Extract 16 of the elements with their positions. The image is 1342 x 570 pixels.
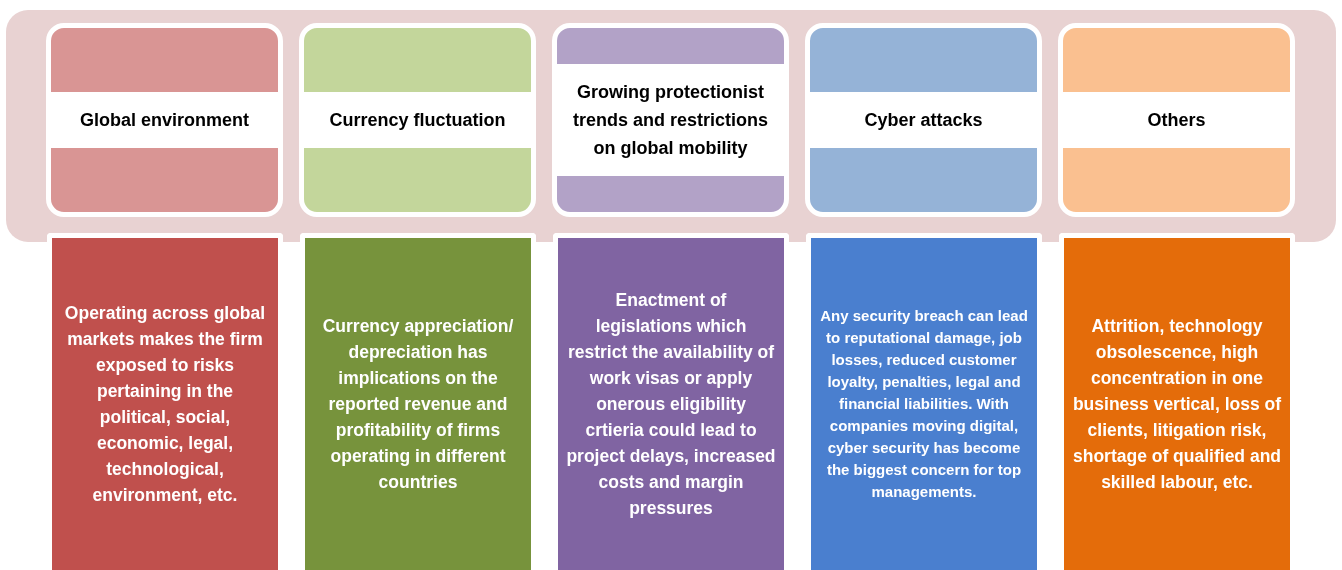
category-title: Global environment [51, 92, 278, 148]
background-band [6, 10, 1336, 242]
category-title: Currency fluctuation [304, 92, 531, 148]
description-text: Currency appreciation/ depreciation has implications on the reported revenue and profitability of firms operating in different countries [321, 315, 515, 494]
description-text: Enactment of legislations which restrict the availability of work visas or apply onerous eligibility crtieria could lead to project delays, increased costs and margin pressures [565, 289, 777, 520]
category-card [1058, 23, 1295, 217]
category-card [552, 23, 789, 217]
description-text: Operating across global markets makes the firm exposed to risks pertaining in the political, social, economic, legal, technological, environment, etc. [63, 302, 267, 507]
description-text: Attrition, technology obsolescence, high concentration in one business vertical, loss of clients, litigation risk, shortage of qualified and skilled labour, etc. [1071, 315, 1283, 494]
category-card [299, 23, 536, 217]
category-card [805, 23, 1042, 217]
category-title: Growing protectionist trends and restrictions on global mobility [557, 64, 784, 176]
description-text: Any security breach can lead to reputational damage, job losses, reduced customer loyalty, penalties, legal and financial liabilities. With companies moving digital, cyber security has become the biggest concern for top managements. [819, 306, 1029, 502]
category-title: Cyber attacks [810, 92, 1037, 148]
category-title: Others [1063, 92, 1290, 148]
category-card [46, 23, 283, 217]
